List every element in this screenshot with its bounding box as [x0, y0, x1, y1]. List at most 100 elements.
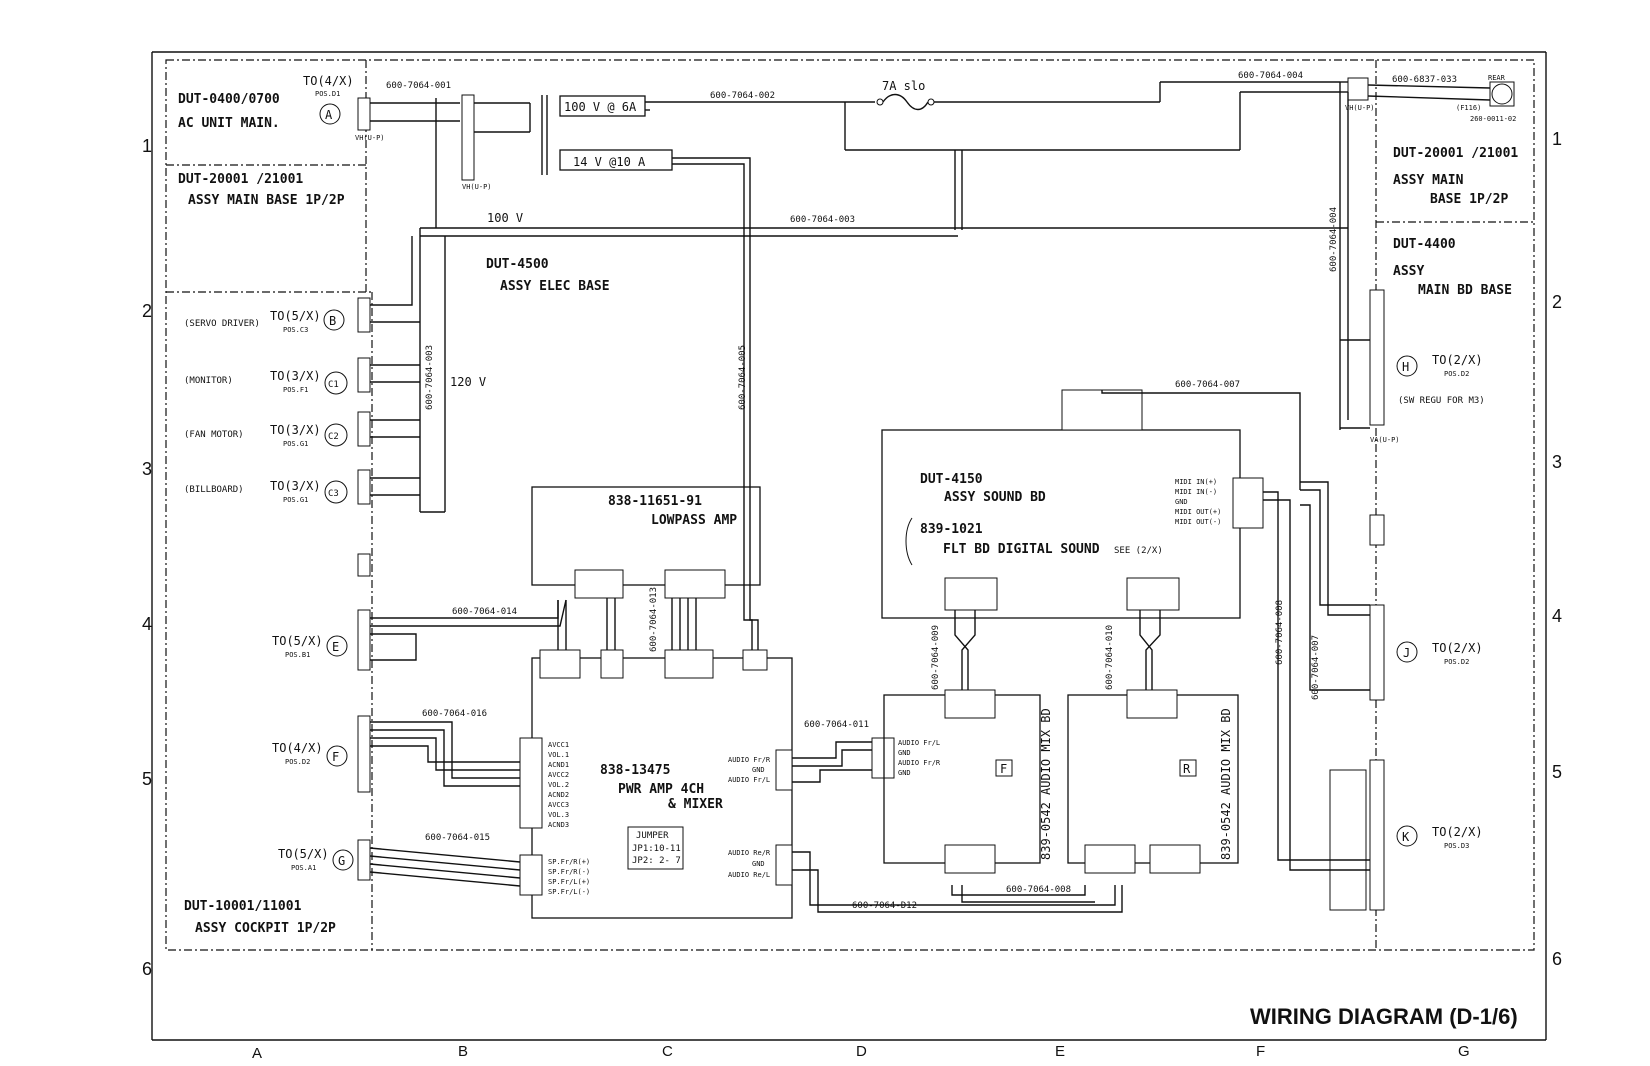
row-label: 4 — [1552, 606, 1562, 626]
main-base-right-name: DUT-20001 /21001 — [1393, 146, 1518, 161]
cable-label: 600-6837-033 — [1392, 75, 1457, 85]
row-label: 1 — [142, 136, 152, 156]
cable-label: 600-7064-003 — [790, 215, 855, 225]
pin-label: SP.Fr/R(+) — [548, 858, 590, 866]
right-side-wiring: VH(U-P) 600-6837-033 REAR (F116) 260-001… — [1263, 74, 1516, 911]
ref-to: TO(5/X) — [270, 309, 321, 323]
sound-bd-desc: ASSY SOUND BD — [944, 490, 1046, 505]
ref-pos: POS.F1 — [283, 386, 308, 394]
ref-circle — [324, 423, 348, 447]
ref-to: TO(2/X) — [1432, 641, 1483, 655]
pin-label: MIDI OUT(+) — [1175, 508, 1221, 516]
pin-label: AVCC2 — [548, 771, 569, 779]
fan-icon — [1489, 81, 1515, 107]
mix-f-tag: F — [1000, 762, 1007, 776]
ref-to: TO(3/X) — [270, 423, 321, 437]
pin-label: MIDI IN(+) — [1175, 478, 1217, 486]
ref-pos: POS.D2 — [285, 758, 310, 766]
svg-text:VH(U-P): VH(U-P) — [355, 134, 385, 142]
pin-label: AUDIO Fr/R — [728, 756, 771, 764]
cable-label: 600-7064-004 — [1329, 207, 1339, 272]
cable-label: 600-7064-013 — [649, 587, 659, 652]
pin-label: MIDI OUT(-) — [1175, 518, 1221, 526]
grid-rows: 1 2 3 4 5 6 1 2 3 4 5 6 — [142, 129, 1562, 979]
col-label: F — [1256, 1043, 1265, 1060]
main-bd-base-name: DUT-4400 — [1393, 237, 1456, 252]
ref-tag: E — [332, 640, 339, 654]
ref-pos: POS.D1 — [315, 90, 340, 98]
pwr-amp-name: 838-13475 — [600, 763, 670, 778]
flt-bd-desc: FLT BD DIGITAL SOUND — [943, 542, 1100, 557]
pin-label: ACND1 — [548, 761, 569, 769]
row-label: 5 — [1552, 762, 1562, 782]
cable-label: 600-7064-007 — [1175, 380, 1240, 390]
main-bd-base-desc2: MAIN BD BASE — [1418, 283, 1512, 298]
ac-unit-name: DUT-0400/0700 — [178, 92, 280, 107]
pin-label: AUDIO Fr/L — [898, 739, 940, 747]
ref-to: TO(4/X) — [303, 74, 354, 88]
col-label: D — [856, 1043, 867, 1060]
psu-100v-label: 100 V @ 6A — [564, 100, 637, 114]
fan-label: REAR — [1488, 74, 1506, 82]
fan-fuse: (F116) — [1456, 104, 1481, 112]
pin-label: GND — [898, 749, 911, 757]
ref-tag: F — [332, 750, 339, 764]
pin-label: AUDIO Re/L — [728, 871, 770, 879]
mix-r-name: 839-0542 AUDIO MIX BD — [1219, 708, 1233, 860]
ref-tag: C3 — [328, 489, 339, 499]
pin-label: SP.Fr/R(-) — [548, 868, 590, 876]
fuse-label: 7A slo — [882, 79, 925, 93]
pin-label: AUDIO Fr/L — [728, 776, 770, 784]
ref-circle — [1396, 355, 1418, 377]
ref-note: (FAN MOTOR) — [184, 430, 244, 440]
mix-r-tag: R — [1183, 762, 1191, 776]
pin-label: VOL.1 — [548, 751, 569, 759]
pin-label: VOL.2 — [548, 781, 569, 789]
ref-tag: K — [1402, 830, 1410, 844]
ref-pos: POS.B1 — [285, 651, 310, 659]
main-bd-base-desc1: ASSY — [1393, 264, 1424, 279]
ref-circle — [1396, 641, 1418, 663]
ac-unit-desc: AC UNIT MAIN. — [178, 116, 280, 131]
ref-circle — [326, 745, 348, 767]
lowpass-desc: LOWPASS AMP — [651, 513, 737, 528]
ref-pos: POS.A1 — [291, 864, 316, 872]
power-amp-block: 838-13475 PWR AMP 4CH & MIXER JUMPER JP1… — [519, 157, 793, 919]
pin-label: AUDIO Fr/R — [898, 759, 941, 767]
cockpit-wiring: 600-7064-014 600-7064-016 600-7064-015 — [357, 599, 567, 887]
main-base-left-name: DUT-20001 /21001 — [178, 172, 303, 187]
fan-part: 260-0011-02 — [1470, 115, 1516, 123]
flt-bd-name: 839-1021 — [920, 522, 983, 537]
main-base-right-desc1: ASSY MAIN — [1393, 173, 1464, 188]
ac-input-wiring: VH(U-P) 600-7064-001 VH(U-P) — [355, 81, 531, 513]
pin-label: GND — [898, 769, 911, 777]
pwr-amp-desc2: & MIXER — [668, 797, 723, 812]
row-label: 2 — [1552, 292, 1562, 312]
row-label: 1 — [1552, 129, 1562, 149]
col-label: C — [662, 1043, 673, 1060]
outer-frame — [151, 51, 1547, 1041]
cable-label: 600-7064-011 — [804, 720, 869, 730]
pin-label: MIDI IN(-) — [1175, 488, 1217, 496]
pin-label: GND — [752, 860, 765, 868]
audio-mix-boards: F 839-0542 AUDIO MIX BD R 839-0542 AUDIO… — [883, 689, 1239, 874]
pin-label: AVCC1 — [548, 741, 569, 749]
ref-to: TO(3/X) — [270, 479, 321, 493]
sound-board-block: DUT-4150 ASSY SOUND BD 839-1021 FLT BD D… — [881, 380, 1301, 619]
ref-note: (SW REGU FOR M3) — [1398, 396, 1485, 406]
ref-tag: H — [1402, 360, 1409, 374]
cockpit-name: DUT-10001/11001 — [184, 899, 302, 914]
main-base-left-desc: ASSY MAIN BASE 1P/2P — [188, 193, 345, 208]
svg-text:VH(U-P): VH(U-P) — [1345, 104, 1375, 112]
cable-label: 600-7064-007 — [1311, 635, 1321, 700]
ref-note: (BILLBOARD) — [184, 485, 244, 495]
sound-bd-name: DUT-4150 — [920, 472, 983, 487]
ref-circle — [326, 635, 348, 657]
cockpit-desc: ASSY COCKPIT 1P/2P — [195, 921, 336, 936]
row-label: 5 — [142, 769, 152, 789]
mix-f-name: 839-0542 AUDIO MIX BD — [1039, 708, 1053, 860]
ref-circle — [319, 103, 341, 125]
col-label: B — [458, 1043, 468, 1060]
mixer-feeds: 600-7064-009 600-7064-010 — [931, 610, 1161, 690]
